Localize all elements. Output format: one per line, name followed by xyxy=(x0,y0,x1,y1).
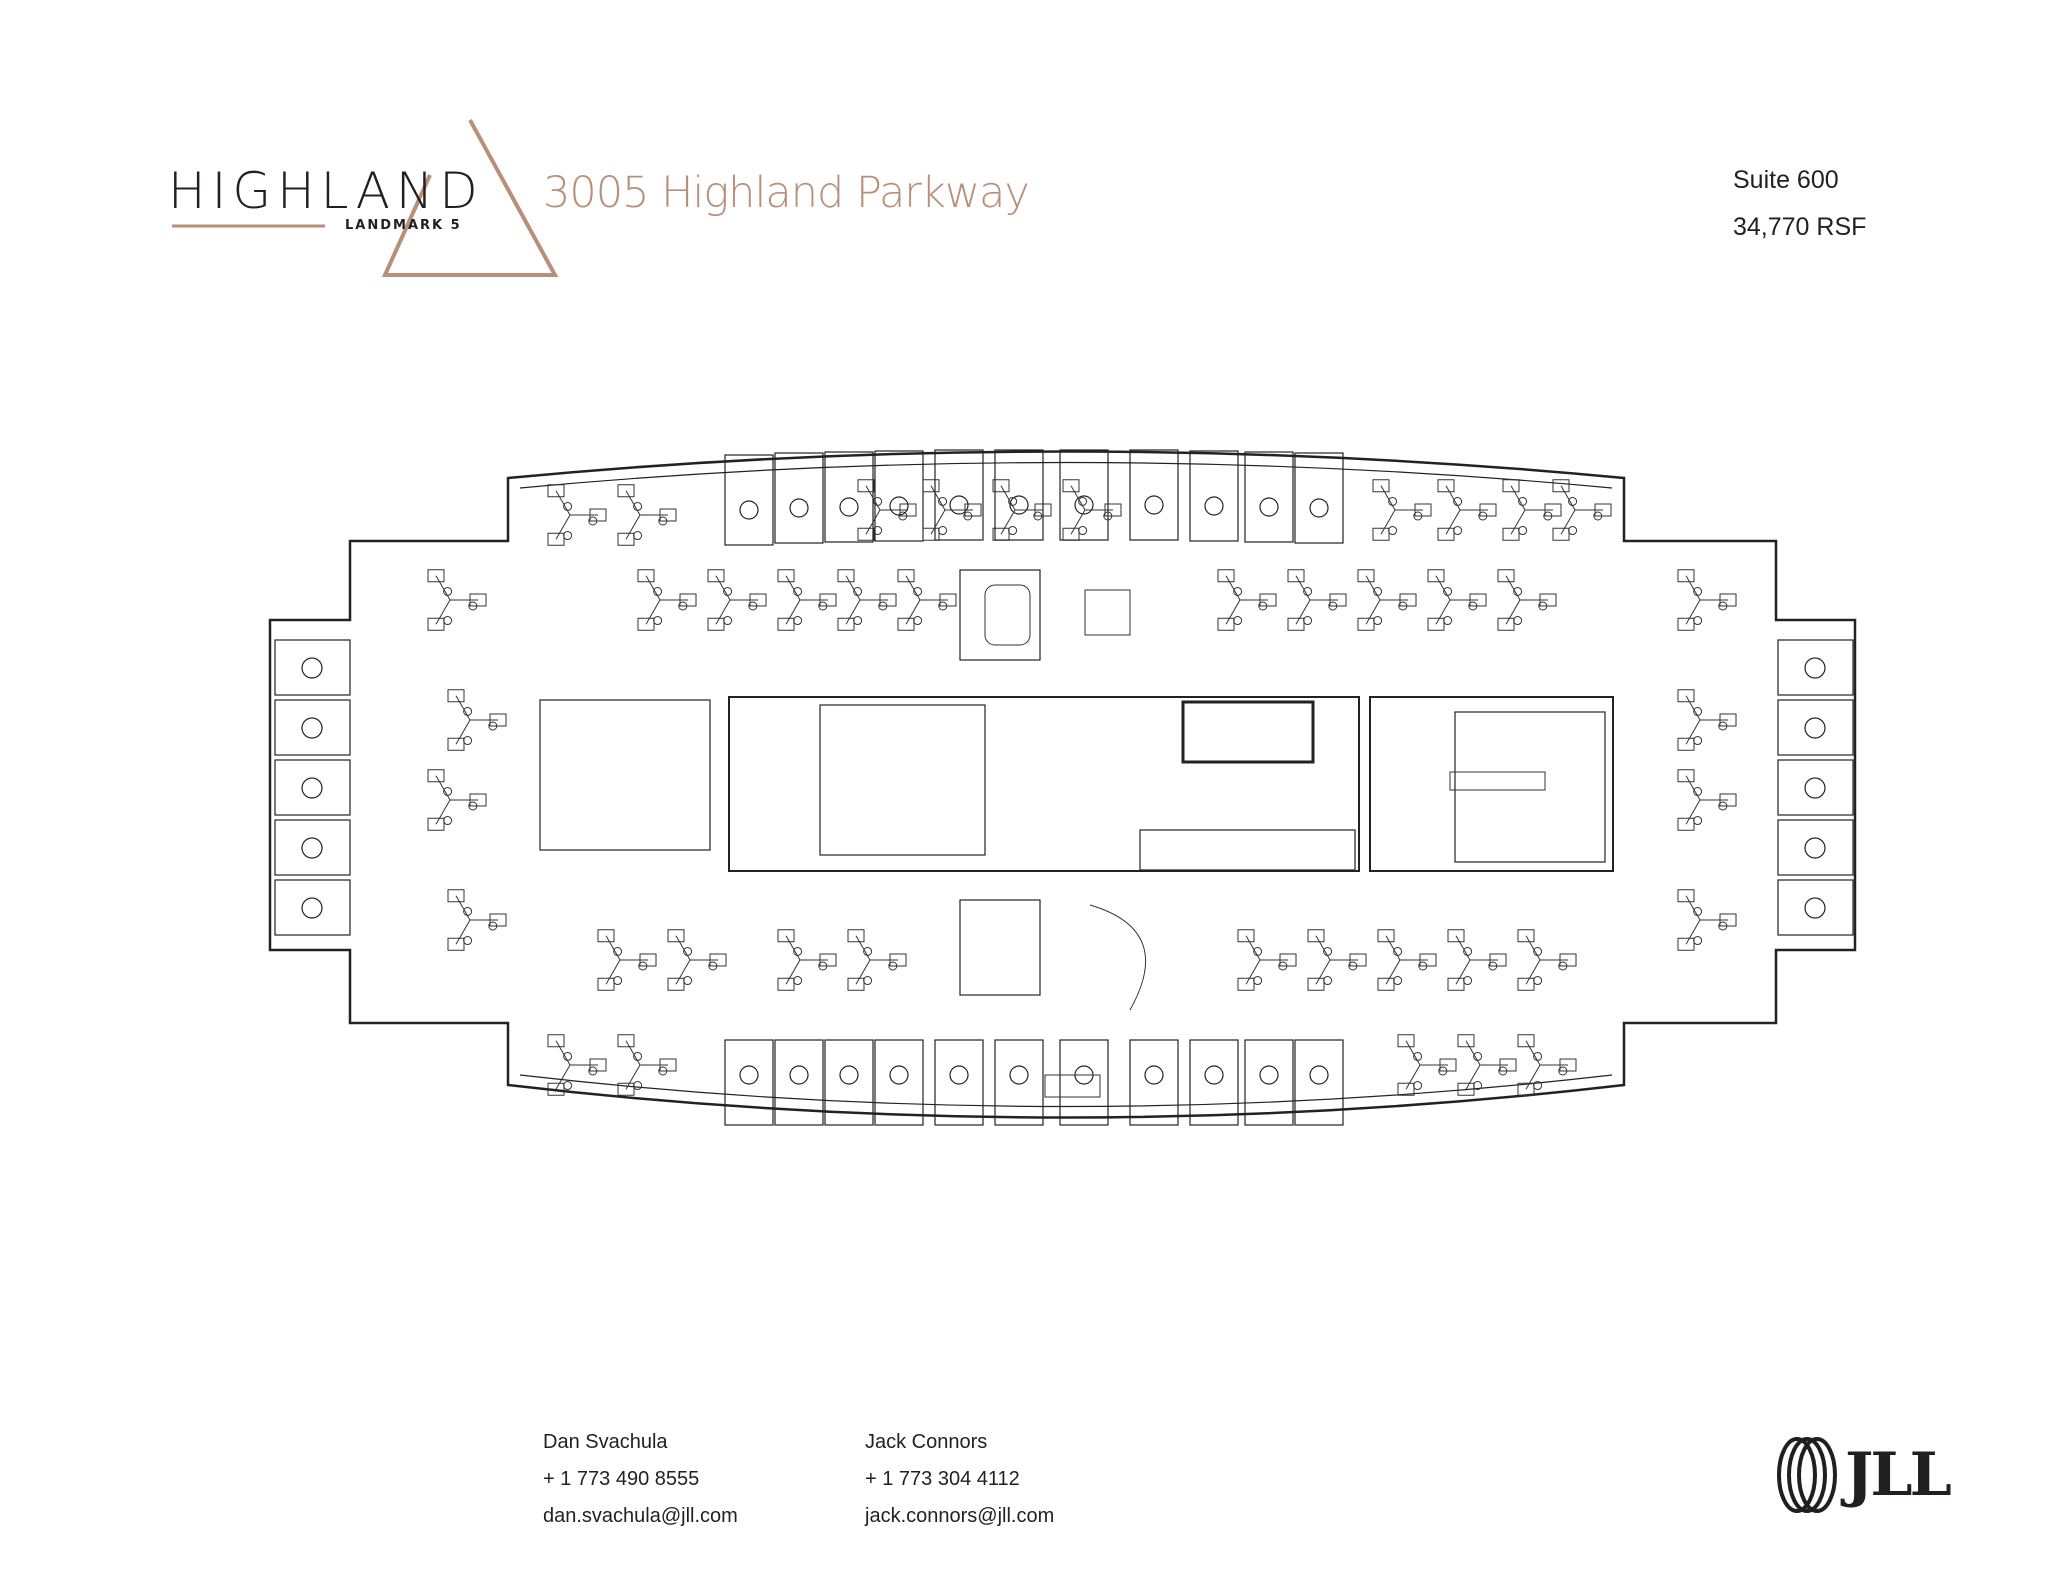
workstation-cluster xyxy=(707,569,767,631)
workstation-cluster xyxy=(667,929,727,991)
office xyxy=(274,759,351,816)
workstation-cluster xyxy=(1437,479,1497,541)
workstation-cluster xyxy=(637,569,697,631)
workstation-cluster xyxy=(1217,569,1277,631)
office xyxy=(874,1039,924,1126)
workstation-cluster xyxy=(1517,1034,1577,1096)
office xyxy=(1244,451,1294,543)
workstation-cluster xyxy=(857,479,917,541)
workstation-cluster xyxy=(1552,479,1612,541)
office xyxy=(1244,1039,1294,1126)
office xyxy=(1777,699,1854,756)
workstation-cluster xyxy=(1497,569,1557,631)
property-address: 3005 Highland Parkway xyxy=(543,168,1030,218)
workstation-cluster xyxy=(1677,769,1737,831)
conference-table xyxy=(1044,1074,1101,1098)
workstation-cluster xyxy=(1237,929,1297,991)
workstation-cluster xyxy=(922,479,982,541)
office xyxy=(774,452,824,544)
workstation-cluster xyxy=(1372,479,1432,541)
workstation-cluster xyxy=(427,769,487,831)
contact-email[interactable]: jack.connors@jll.com xyxy=(865,1505,1055,1527)
workstation-cluster xyxy=(1397,1034,1457,1096)
office xyxy=(994,449,1044,541)
conference-table xyxy=(984,584,1031,646)
office xyxy=(934,1039,984,1126)
office xyxy=(824,1039,874,1126)
office xyxy=(1059,1039,1109,1126)
building-core xyxy=(539,569,1614,996)
office xyxy=(274,819,351,876)
office xyxy=(274,639,351,696)
contact-card-2: Jack Connors + 1 773 304 4112 jack.conno… xyxy=(865,1424,1054,1535)
office xyxy=(1777,759,1854,816)
office xyxy=(724,1039,774,1126)
workstation-cluster xyxy=(1677,889,1737,951)
workstation-cluster xyxy=(777,929,837,991)
workstation-cluster xyxy=(1517,929,1577,991)
office xyxy=(1777,879,1854,936)
suite-number: Suite 600 xyxy=(1733,166,1839,194)
workstation-cluster xyxy=(447,889,507,951)
curved-reception-desk xyxy=(1089,904,1146,1011)
workstation-cluster xyxy=(597,929,657,991)
logo-wordmark: HIGHLAND xyxy=(168,162,484,220)
perimeter-offices xyxy=(274,449,1854,1126)
office xyxy=(274,879,351,936)
workstation-cluster xyxy=(1677,689,1737,751)
office xyxy=(1294,1039,1344,1126)
workstation-cluster xyxy=(1457,1034,1517,1096)
decorative-lattice-pattern xyxy=(0,0,300,1583)
logo-subtitle: LANDMARK 5 xyxy=(345,218,462,233)
workstation-cluster xyxy=(1287,569,1347,631)
office xyxy=(1777,819,1854,876)
office xyxy=(994,1039,1044,1126)
contact-card-1: Dan Svachula + 1 773 490 8555 dan.svachu… xyxy=(543,1424,738,1535)
office xyxy=(1129,449,1179,541)
jll-logo-icon xyxy=(1777,1437,1837,1513)
highland-logo-triangle-icon xyxy=(172,119,559,277)
office xyxy=(774,1039,824,1126)
workstation-cluster xyxy=(617,1034,677,1096)
contact-phone: + 1 773 490 8555 xyxy=(543,1468,700,1490)
office xyxy=(1294,452,1344,544)
workstation-cluster xyxy=(992,479,1052,541)
office xyxy=(724,454,774,546)
workstation-cluster xyxy=(777,569,837,631)
workstation-cluster xyxy=(837,569,897,631)
office xyxy=(274,699,351,756)
workstation-cluster xyxy=(1677,569,1737,631)
building-outline xyxy=(268,450,1857,1119)
workstation-cluster xyxy=(897,569,957,631)
workstation-clusters xyxy=(427,479,1737,1098)
contact-name: Jack Connors xyxy=(865,1431,988,1453)
conference-table xyxy=(1449,771,1546,791)
jll-logo-text: JLL xyxy=(1845,1440,1952,1510)
contact-phone: + 1 773 304 4112 xyxy=(865,1468,1020,1490)
workstation-cluster xyxy=(547,484,607,546)
workstation-cluster xyxy=(1307,929,1367,991)
workstation-cluster xyxy=(447,689,507,751)
workstation-cluster xyxy=(1427,569,1487,631)
workstation-cluster xyxy=(617,484,677,546)
workstation-cluster xyxy=(547,1034,607,1096)
workstation-cluster xyxy=(1377,929,1437,991)
rentable-square-feet: 34,770 RSF xyxy=(1733,213,1867,241)
office xyxy=(1059,449,1109,541)
workstation-cluster xyxy=(1357,569,1417,631)
workstation-cluster xyxy=(1502,479,1562,541)
workstation-cluster xyxy=(1062,479,1122,541)
workstation-cluster xyxy=(1447,929,1507,991)
contact-email[interactable]: dan.svachula@jll.com xyxy=(543,1505,738,1527)
workstation-cluster xyxy=(427,569,487,631)
office xyxy=(1189,1039,1239,1126)
office xyxy=(1129,1039,1179,1126)
office xyxy=(934,449,984,541)
office xyxy=(1777,639,1854,696)
office xyxy=(1189,450,1239,542)
conference-table xyxy=(1084,589,1131,636)
workstation-cluster xyxy=(847,929,907,991)
contact-name: Dan Svachula xyxy=(543,1431,668,1453)
